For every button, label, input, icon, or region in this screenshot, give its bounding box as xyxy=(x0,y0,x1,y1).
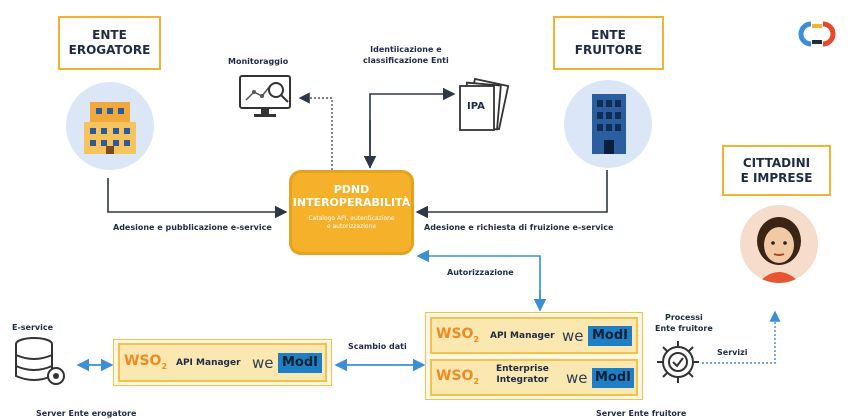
adesione-pubblicazione-label: Adesione e pubblicazione e-service xyxy=(113,223,272,232)
ente-erogatore-box: ENTE EROGATORE xyxy=(58,16,161,70)
pdnd-subtitle: Catalogo API, autenticazione e autorizza… xyxy=(308,215,395,230)
pdnd-title: PDND INTEROPERABILITÀ xyxy=(292,183,411,209)
erogatore-api-manager: WSO2 API Manager we ModI xyxy=(118,343,327,382)
api-manager-label: API Manager xyxy=(490,331,555,341)
monitor-icon xyxy=(239,75,291,117)
database-icon xyxy=(15,337,65,385)
we-text: we xyxy=(252,354,274,372)
fruitore-api-manager: WSO2 API Manager we ModI xyxy=(430,317,638,354)
fruitore-enterprise-integrator: WSO2 Enterprise Integrator we ModI xyxy=(430,359,638,396)
fruitore-building-illustration xyxy=(564,80,652,168)
cittadini-imprese-box: CITTADINI E IMPRESE xyxy=(722,145,831,196)
wso2-logo: WSO2 xyxy=(436,326,480,344)
brand-logo xyxy=(798,21,836,47)
server-erogatore-label: Server Ente erogatore xyxy=(36,409,137,418)
cittadini-person-illustration xyxy=(740,205,818,283)
server-fruitore-label: Server Ente fruitore xyxy=(596,409,687,418)
modi-logo: ModI xyxy=(592,368,634,388)
line-erogatore-pdnd xyxy=(107,178,288,219)
ipa-label: IPA xyxy=(467,101,485,112)
line-pdnd-ipa xyxy=(369,87,456,168)
api-manager-label: API Manager xyxy=(176,358,241,368)
autorizzazione-label: Autorizzazione xyxy=(447,268,514,277)
monitoraggio-label: Monitoraggio xyxy=(228,57,289,66)
line-autorizzazione xyxy=(416,249,541,310)
pdnd-interoperabilita-box: PDND INTEROPERABILITÀ Catalogo API, aute… xyxy=(289,170,414,255)
documents-icon xyxy=(459,78,510,131)
wso2-logo: WSO2 xyxy=(436,368,480,386)
we-text: we xyxy=(566,369,588,387)
scambio-dati-label: Scambio dati xyxy=(348,342,407,351)
gear-check-icon xyxy=(657,341,699,383)
modi-logo: ModI xyxy=(588,326,632,346)
eservice-label: E-service xyxy=(12,323,54,332)
adesione-fruizione-label: Adesione e richiesta di fruizione e-serv… xyxy=(424,223,614,232)
ente-fruitore-box: ENTE FRUITORE xyxy=(553,16,664,70)
enterprise-integrator-label: Enterprise Integrator xyxy=(496,364,549,385)
we-text: we xyxy=(562,327,584,345)
wso2-logo: WSO2 xyxy=(124,353,168,371)
modi-logo: ModI xyxy=(278,353,322,373)
servizi-label: Servizi xyxy=(717,348,748,357)
line-fruitore-pdnd xyxy=(415,170,608,219)
line-servizi xyxy=(702,310,781,364)
identificazione-label: Identiicazione e classificazione Enti xyxy=(363,45,449,65)
line-pdnd-monitoraggio xyxy=(298,92,333,170)
processi-label: Processi Ente fruitore xyxy=(655,313,713,333)
erogatore-building-illustration xyxy=(66,82,154,170)
